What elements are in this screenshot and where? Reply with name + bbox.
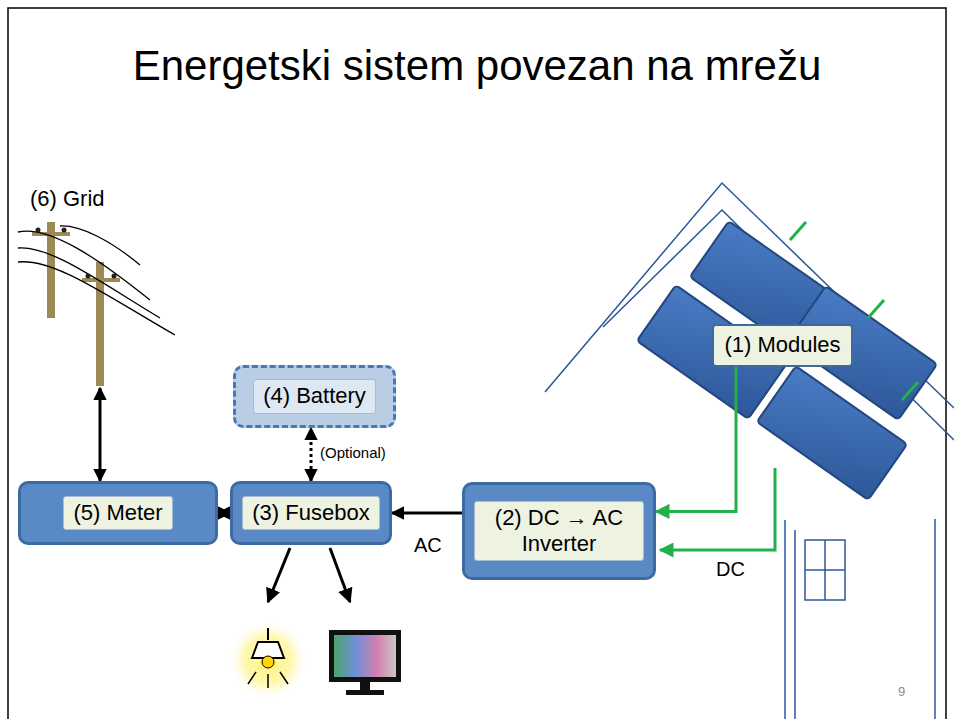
grid-node: (6) Grid [30,186,180,388]
slide-title: Energetski sistem povezan na mrežu [0,42,954,90]
node-label: (2) DC → AC Inverter [474,501,644,562]
edge-label: DC [714,558,747,581]
node-label: (6) Grid [30,186,105,212]
panel-wires [660,222,918,550]
battery-box: (4) Battery [233,365,396,428]
page-number: 9 [898,684,905,699]
fusebox-box: (3) Fusebox [230,481,392,545]
connector-arrow [99,388,102,481]
edge-label: AC [412,534,444,557]
lamp-icon [228,620,308,700]
connector-arrow [218,512,230,515]
modules-label-box: (1) Modules [712,324,853,367]
connector-arrow [310,428,313,481]
node-label: (1) Modules [724,332,840,358]
meter-box: (5) Meter [18,481,218,545]
load-arrows [268,548,350,602]
slide-border [8,8,946,719]
grid-poles [18,222,175,386]
node-label: (3) Fusebox [242,496,379,530]
edge-label: (Optional) [318,444,388,461]
solar-panels [637,221,937,500]
connector-arrow [392,512,462,515]
connector-arrow [656,367,736,511]
monitor-icon [329,630,401,695]
node-label: (5) Meter [63,496,172,530]
house [545,183,954,719]
inverter-box: (2) DC → AC Inverter [462,482,656,580]
node-label: (4) Battery [253,379,376,413]
